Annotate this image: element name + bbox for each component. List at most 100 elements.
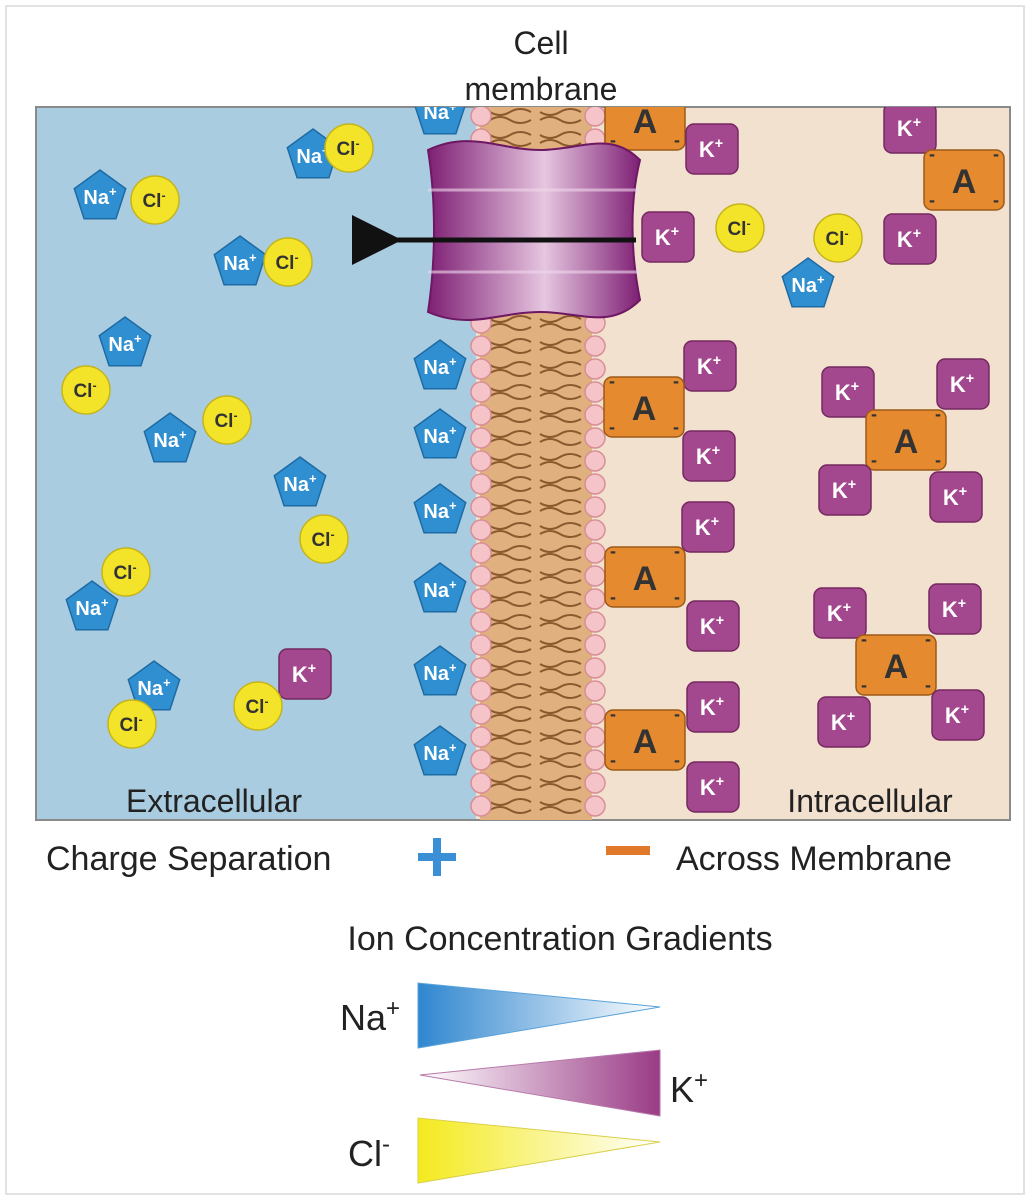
potassium-ion: K+: [936, 358, 990, 410]
svg-text:Cl-: Cl-: [311, 527, 334, 551]
potassium-ion: K+: [686, 600, 740, 652]
sodium-ion: Na+: [73, 169, 127, 220]
sodium-ion: Na+: [781, 257, 835, 308]
phospholipid-head: [584, 772, 606, 794]
svg-text:Cl-: Cl-: [336, 136, 359, 160]
svg-text:K+: K+: [700, 613, 724, 639]
svg-text:A: A: [633, 723, 658, 761]
svg-text:Cl-: Cl-: [119, 712, 142, 736]
phospholipid-head: [584, 749, 606, 771]
phospholipid-head: [470, 588, 492, 610]
anion-protein: A----: [923, 144, 1005, 211]
phospholipid-head: [470, 381, 492, 403]
svg-text:Na+: Na+: [83, 184, 117, 209]
sodium-ion: Na+: [414, 107, 466, 135]
phospholipid-head: [470, 496, 492, 518]
phospholipid-head: [470, 519, 492, 541]
potassium-ion: K+: [883, 213, 937, 265]
svg-text:Cl-: Cl-: [214, 408, 237, 432]
phospholipid-head: [470, 450, 492, 472]
svg-text:Na+: Na+: [108, 331, 142, 356]
svg-text:K+: K+: [835, 379, 859, 405]
phospholipid-head: [470, 634, 492, 656]
chloride-ion: Cl-: [299, 514, 349, 564]
sodium-ion: Na+: [143, 412, 197, 463]
svg-text:-: -: [674, 84, 680, 104]
phospholipid-head: [584, 726, 606, 748]
sodium-ion: Na+: [413, 725, 467, 776]
svg-text:K+: K+: [945, 702, 969, 728]
phospholipid-head: [584, 404, 606, 426]
phospholipid-head: [584, 634, 606, 656]
svg-text:-: -: [673, 417, 679, 437]
phospholipid-head: [470, 703, 492, 725]
potassium-ion: K+: [686, 681, 740, 733]
sodium-ion: Na+: [273, 456, 327, 507]
potassium-ion: K+: [681, 501, 735, 553]
svg-text:Na+: Na+: [423, 740, 457, 765]
chloride-ion: Cl-: [715, 203, 765, 253]
svg-text:-: -: [935, 450, 941, 470]
sodium-ion: Na+: [413, 483, 467, 534]
phospholipid-head: [584, 519, 606, 541]
svg-text:-: -: [674, 587, 680, 607]
potassium-ion: K+: [883, 107, 937, 154]
svg-text:-: -: [673, 371, 679, 391]
cl-gradient-label: Cl-: [348, 1131, 390, 1174]
svg-text:K+: K+: [827, 600, 851, 626]
potassium-ion: K+: [685, 123, 739, 175]
anion-protein: A----: [604, 704, 686, 771]
phospholipid-head: [584, 680, 606, 702]
svg-text:-: -: [610, 587, 616, 607]
phospholipid-head: [584, 588, 606, 610]
svg-text:-: -: [610, 750, 616, 770]
anion-protein: A----: [603, 371, 685, 438]
phospholipid-head: [470, 772, 492, 794]
svg-text:K+: K+: [699, 136, 723, 162]
svg-text:K+: K+: [831, 709, 855, 735]
anion-protein: A----: [604, 541, 686, 608]
svg-text:-: -: [609, 371, 615, 391]
svg-text:Na+: Na+: [423, 577, 457, 602]
svg-text:K+: K+: [897, 226, 921, 252]
potassium-ion: K+: [929, 471, 983, 523]
sodium-ion: Na+: [413, 562, 467, 613]
svg-text:-: -: [993, 190, 999, 210]
sodium-ion: Na+: [213, 235, 267, 286]
phospholipid-head: [470, 404, 492, 426]
phospholipid-head: [584, 358, 606, 380]
phospholipid-head: [470, 749, 492, 771]
svg-text:-: -: [929, 190, 935, 210]
svg-text:Na+: Na+: [423, 498, 457, 523]
phospholipid-head: [584, 565, 606, 587]
potassium-ion: K+: [641, 211, 695, 263]
chloride-ion: Cl-: [130, 175, 180, 225]
potassium-ion: K+: [818, 464, 872, 516]
svg-text:-: -: [929, 144, 935, 164]
phospholipid-head: [470, 107, 492, 127]
svg-text:Na+: Na+: [423, 660, 457, 685]
chloride-ion: Cl-: [101, 547, 151, 597]
minus-sign-icon: [606, 846, 650, 855]
phospholipid-head: [584, 381, 606, 403]
phospholipid-head: [470, 726, 492, 748]
svg-text:K+: K+: [700, 774, 724, 800]
svg-text:-: -: [861, 629, 867, 649]
svg-text:-: -: [871, 450, 877, 470]
svg-text:K+: K+: [942, 596, 966, 622]
phospholipid-head: [584, 795, 606, 817]
phospholipid-head: [584, 335, 606, 357]
ion-channel: [426, 140, 642, 321]
sodium-ion: Na+: [127, 660, 181, 711]
svg-text:Na+: Na+: [153, 427, 187, 452]
chloride-ion: Cl-: [263, 237, 313, 287]
phospholipid-head: [584, 473, 606, 495]
svg-text:-: -: [674, 130, 680, 150]
svg-text:Cl-: Cl-: [73, 378, 96, 402]
svg-text:K+: K+: [897, 115, 921, 141]
svg-text:K+: K+: [695, 514, 719, 540]
svg-text:K+: K+: [655, 224, 679, 250]
svg-text:K+: K+: [697, 353, 721, 379]
svg-text:A: A: [952, 163, 977, 201]
svg-text:Cl-: Cl-: [727, 216, 750, 240]
